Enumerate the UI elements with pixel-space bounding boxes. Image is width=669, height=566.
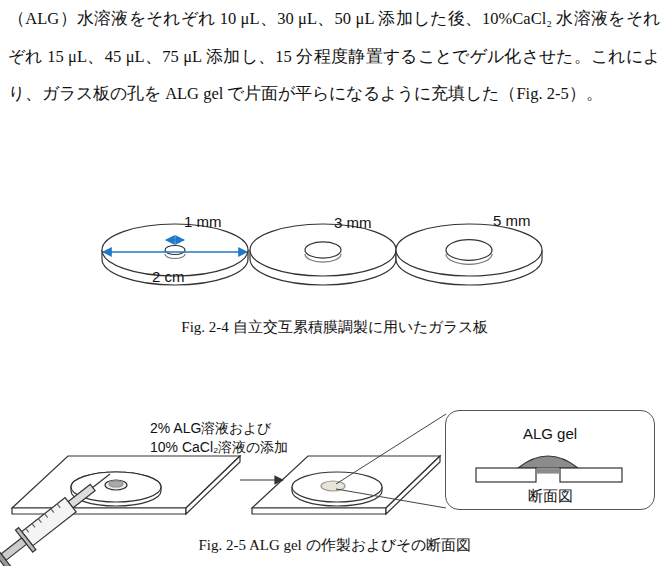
glass-disks [102, 224, 542, 285]
dimension-arrow [166, 239, 184, 240]
process-arrow [240, 479, 283, 480]
cross-section [476, 456, 622, 482]
dimension-arrow [103, 251, 247, 252]
glass-disk [102, 224, 248, 285]
glass-disk [250, 224, 396, 285]
leader-line [336, 489, 446, 508]
glass-disk [396, 224, 542, 285]
callout-box: ALG gel 断面図 [445, 410, 655, 510]
dimension-label: 5 mm [493, 212, 531, 229]
body-text: （ALG）水溶液をそれぞれ 10 μL、30 μL、50 μL 添加した後、10… [8, 0, 660, 113]
callout-title: ALG gel [446, 425, 654, 442]
callout-caption: 断面図 [446, 487, 654, 506]
glass-slide [252, 456, 440, 514]
glass-slide [12, 456, 240, 514]
dimension-label: 2 cm [152, 268, 185, 285]
dimension-label: 1 mm [184, 213, 222, 230]
syringe [0, 463, 119, 566]
figure-caption: Fig. 2-4 自立交互累積膜調製に用いたガラス板 [0, 318, 669, 337]
figure-caption: Fig. 2-5 ALG gel の作製およびその断面図 [0, 536, 669, 555]
leader-line [336, 414, 446, 484]
step-label: 2% ALG溶液および 10% CaCl₂溶液の添加 [150, 419, 302, 457]
dimension-label: 3 mm [334, 214, 372, 231]
